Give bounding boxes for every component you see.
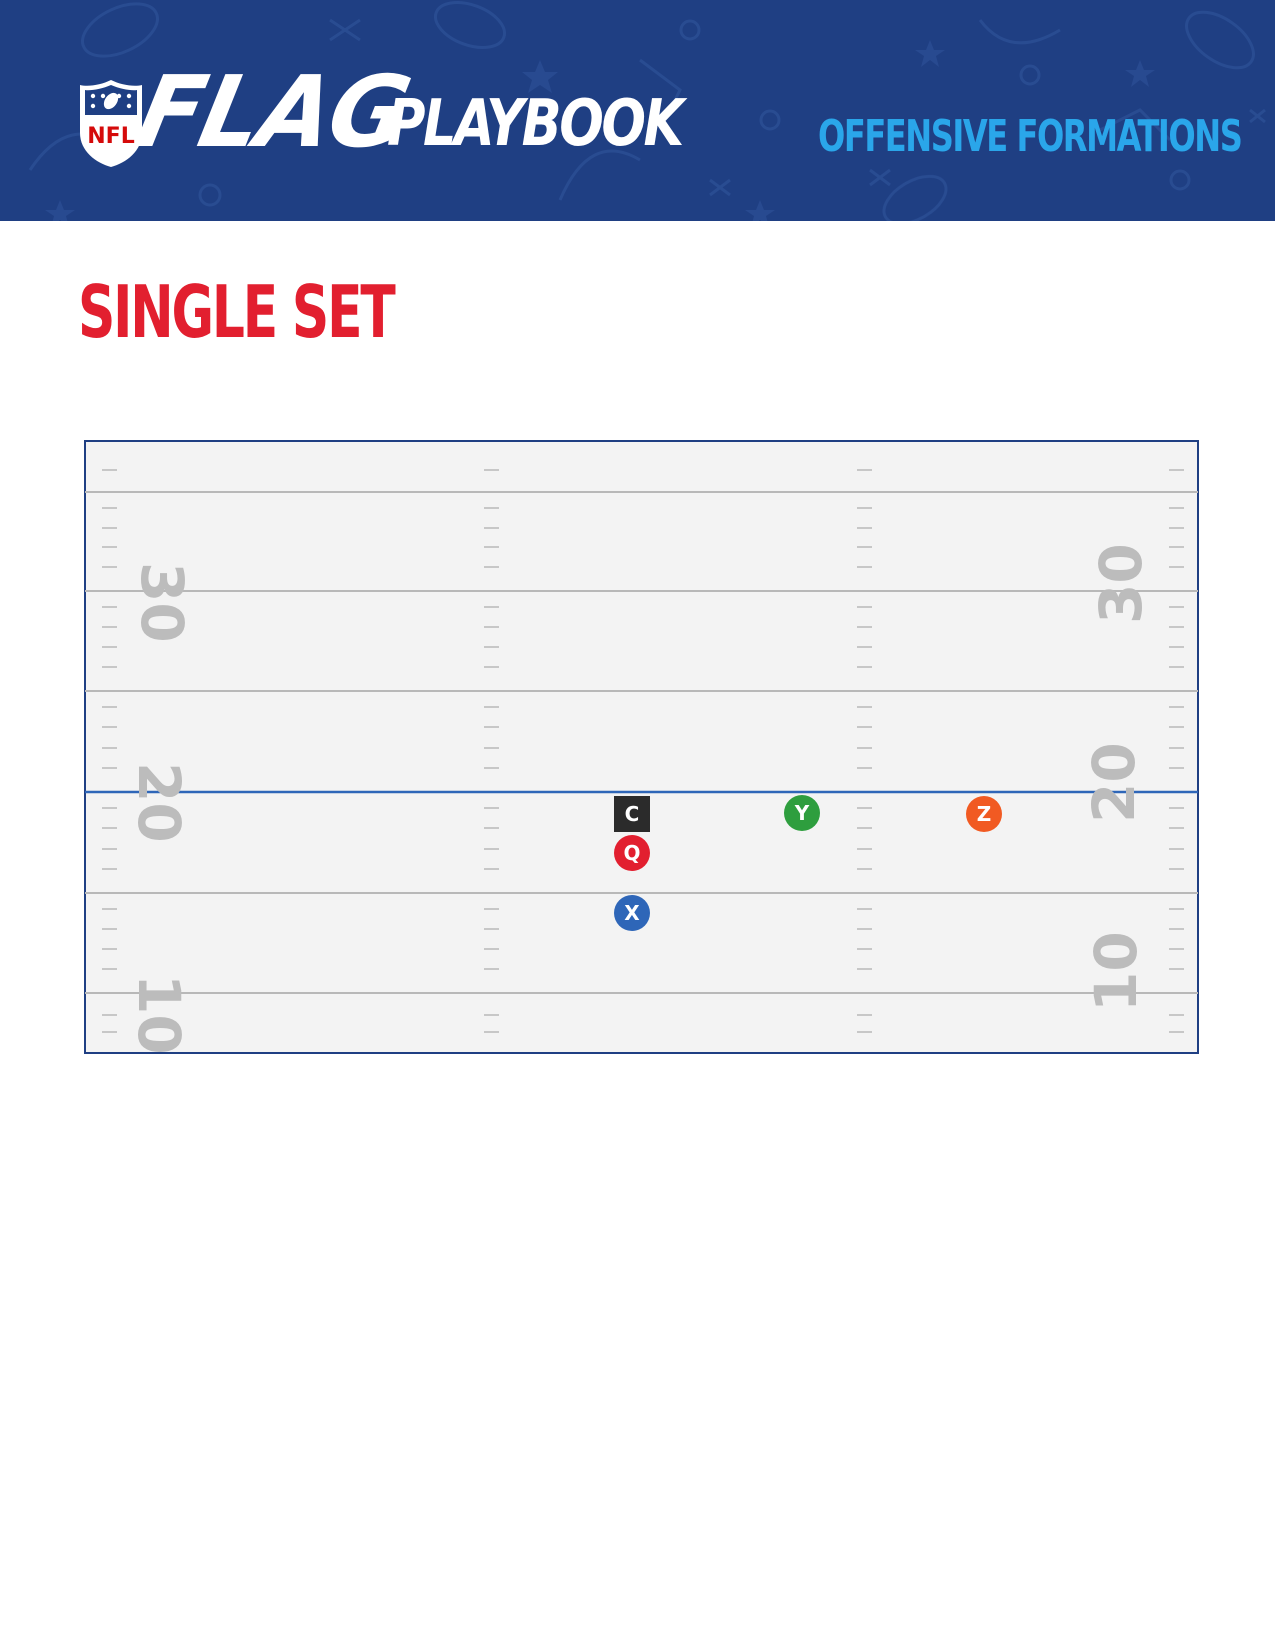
- section-heading: OFFENSIVE FORMATIONS: [818, 111, 1243, 162]
- player-q-label: Q: [623, 841, 640, 865]
- page-title: SINGLE SET: [78, 270, 396, 354]
- brand-playbook-wordmark: PLAYBOOK: [387, 87, 684, 161]
- football-field-diagram: 30 20 10 30 20 10 C Q X Y Z: [84, 440, 1199, 1054]
- yard-number-right-30: 30: [1087, 543, 1155, 624]
- svg-text:NFL: NFL: [87, 124, 134, 149]
- player-c-marker: [614, 796, 650, 832]
- hash-marks: [102, 469, 1184, 1033]
- header-banner: NFL FLAG PLAYBOOK OFFENSIVE FORMATIONS: [0, 0, 1275, 221]
- player-c-label: C: [625, 802, 640, 826]
- player-x-label: X: [624, 901, 640, 925]
- yard-number-left-30: 30: [128, 562, 196, 643]
- player-c: C: [614, 796, 650, 832]
- nfl-shield-logo: NFL: [80, 80, 142, 167]
- yard-number-right-20: 20: [1080, 742, 1148, 823]
- yard-lines: [85, 491, 1198, 994]
- player-z-marker: [966, 796, 1002, 832]
- yard-number-left-20: 20: [125, 762, 193, 843]
- player-y-label: Y: [794, 801, 810, 825]
- player-q-marker: [614, 835, 650, 871]
- yard-number-left-10: 10: [125, 974, 193, 1054]
- player-z: Z: [966, 796, 1002, 832]
- field-border: [84, 440, 1199, 1054]
- brand-flag-wordmark: FLAG: [127, 55, 418, 171]
- yard-number-right-10: 10: [1082, 931, 1150, 1012]
- player-q: Q: [614, 835, 650, 871]
- player-x: X: [614, 895, 650, 931]
- player-x-marker: [614, 895, 650, 931]
- field-svg: 30 20 10 30 20 10 C Q X Y Z: [84, 440, 1199, 1054]
- player-y: Y: [784, 795, 820, 831]
- player-y-marker: [784, 795, 820, 831]
- player-z-label: Z: [977, 802, 992, 826]
